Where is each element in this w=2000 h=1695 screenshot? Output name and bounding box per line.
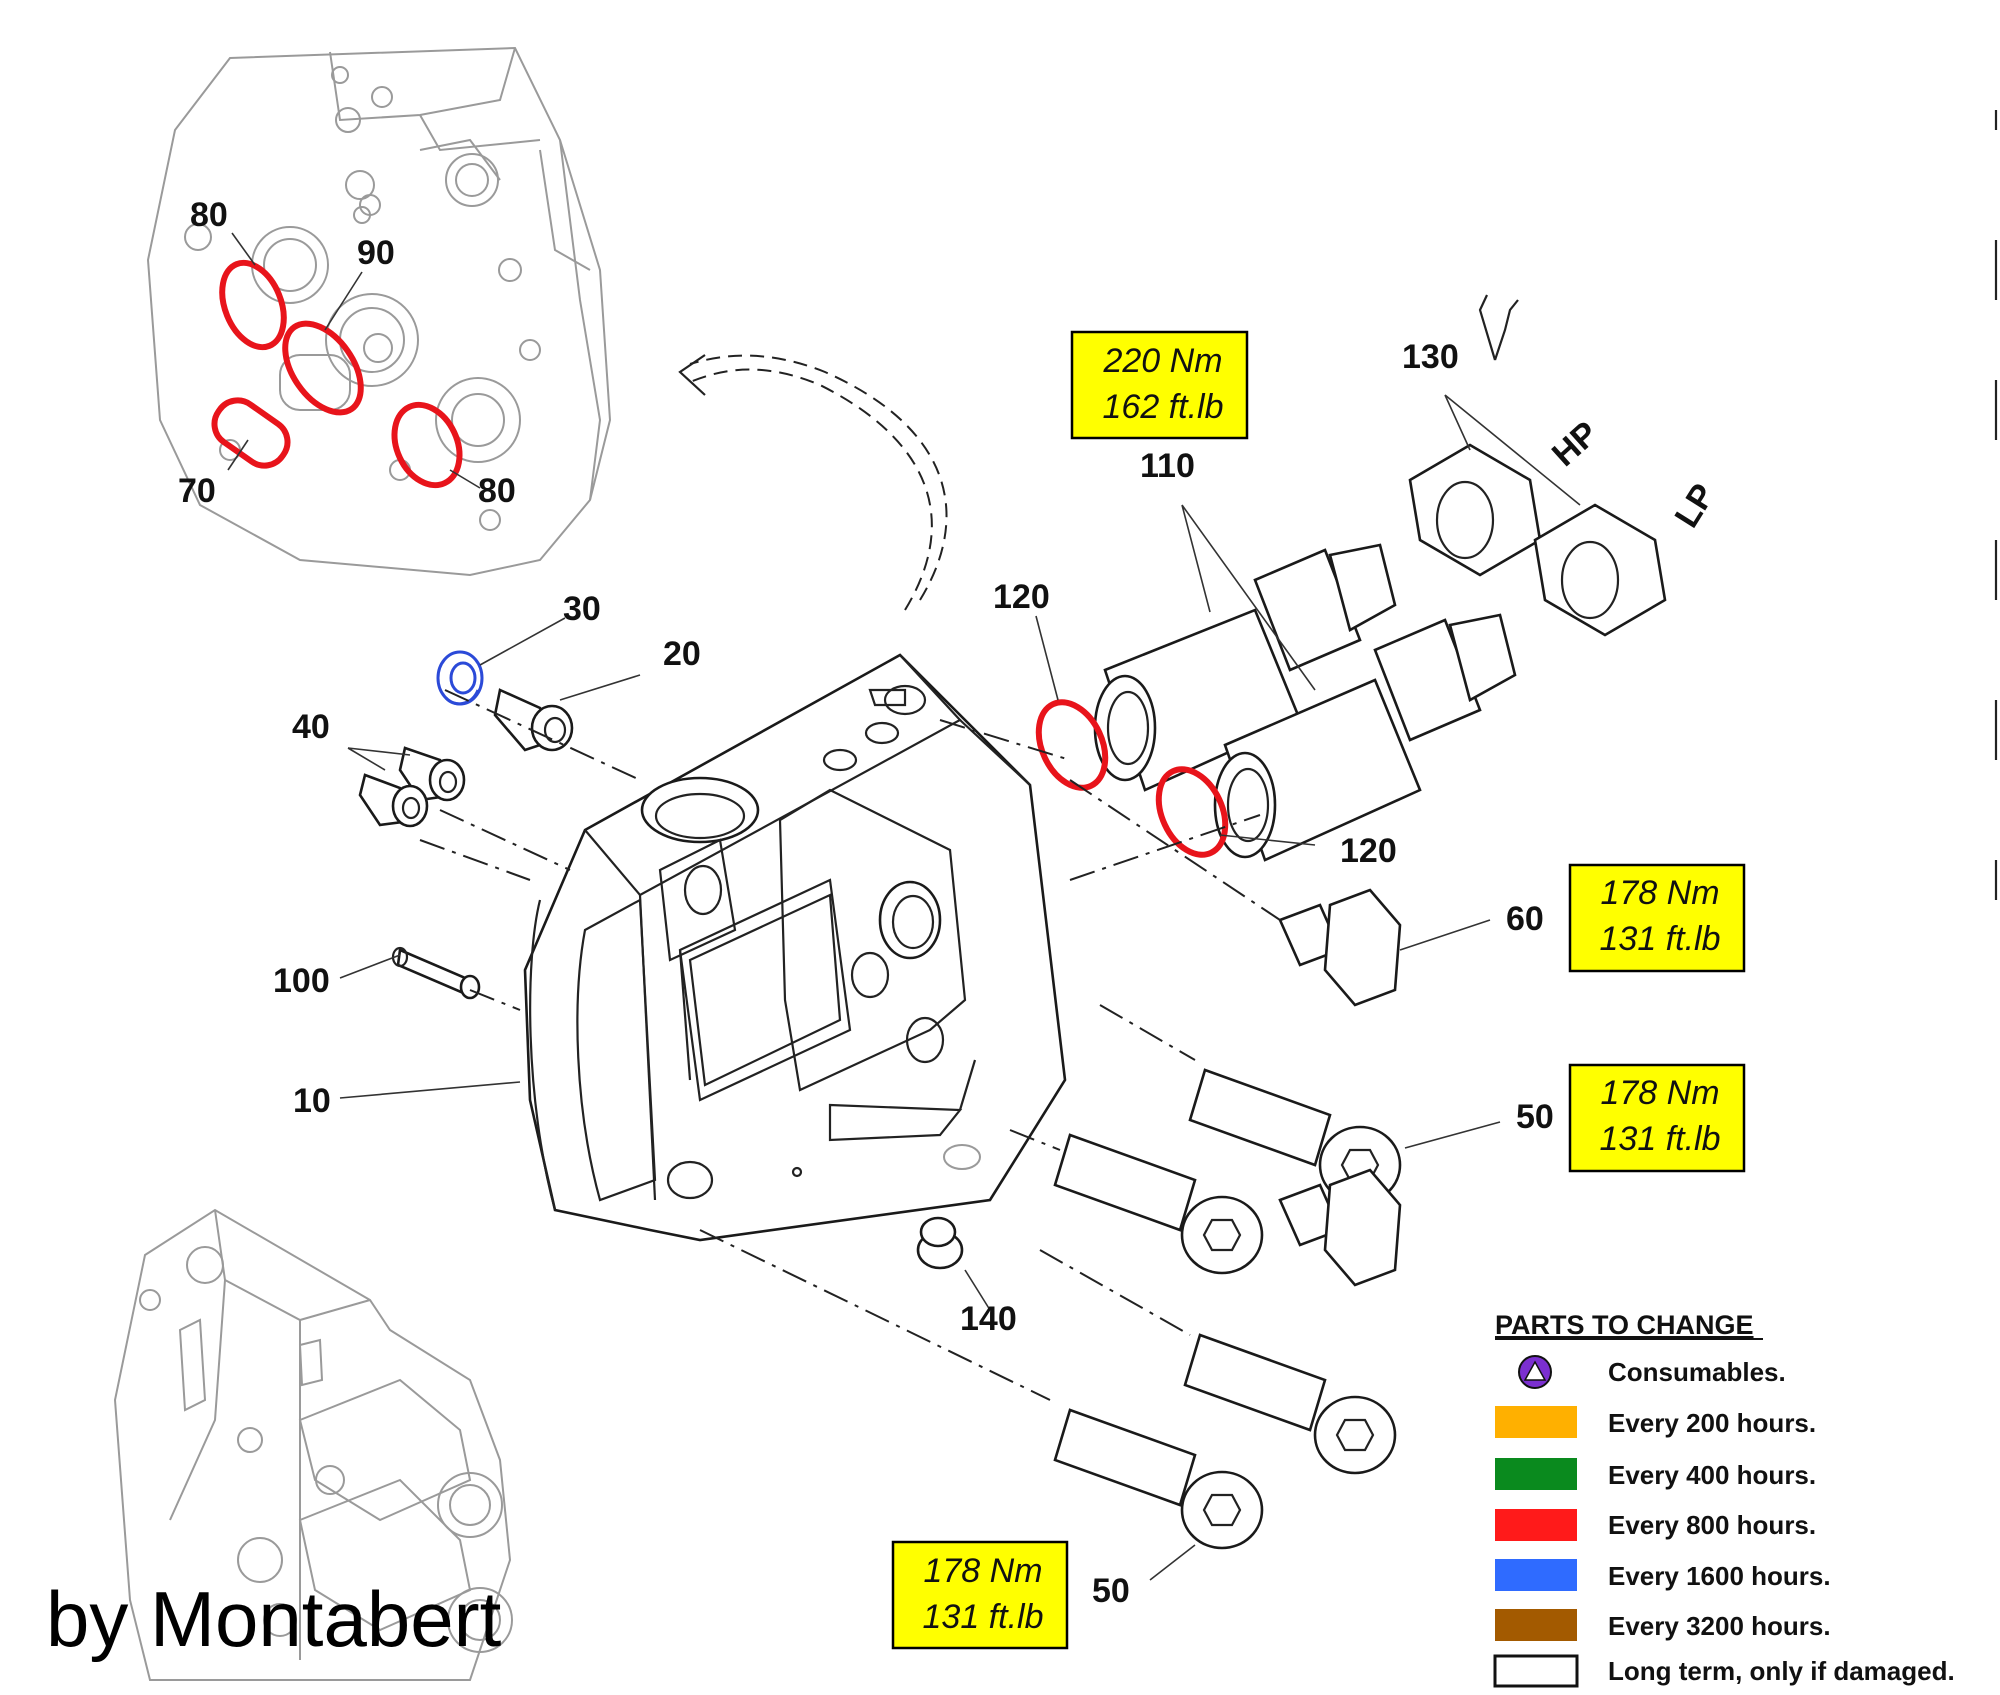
legend-item-1600h: Every 1600 hours. <box>1495 1559 1831 1591</box>
label-50-right: 50 <box>1516 1098 1554 1136</box>
inset-back-view <box>146 46 612 577</box>
fitting-110-lower <box>1213 613 1517 862</box>
label-lp: LP <box>1668 477 1723 534</box>
torque-box-50-right: 178 Nm 131 ft.lb <box>1568 1063 1746 1173</box>
label-50-bottom: 50 <box>1092 1572 1130 1610</box>
svg-text:178 Nm: 178 Nm <box>923 1552 1042 1590</box>
svg-text:Every 3200 hours.: Every 3200 hours. <box>1608 1611 1831 1641</box>
label-20: 20 <box>663 635 701 673</box>
pin-100 <box>391 946 481 1000</box>
svg-text:Every 800 hours.: Every 800 hours. <box>1608 1510 1816 1540</box>
label-70: 70 <box>178 472 216 510</box>
label-80-upper: 80 <box>190 196 228 234</box>
label-90: 90 <box>357 234 395 272</box>
plug-140 <box>916 1216 964 1270</box>
oring-120-upper <box>1035 699 1109 791</box>
svg-text:131 ft.lb: 131 ft.lb <box>1600 920 1721 958</box>
wrench-icon <box>1478 294 1519 361</box>
oring-80-lower <box>391 401 463 489</box>
legend: PARTS TO CHANGE Consumables. Every 200 h… <box>1493 1310 1955 1688</box>
rotation-arrow <box>678 354 948 611</box>
legend-item-200h: Every 200 hours. <box>1495 1406 1816 1438</box>
bolt-60-lower <box>1278 1168 1402 1287</box>
label-80-lower: 80 <box>478 472 516 510</box>
svg-text:Consumables.: Consumables. <box>1608 1357 1786 1387</box>
svg-text:162 ft.lb: 162 ft.lb <box>1103 388 1224 426</box>
legend-item-long-term: Long term, only if damaged. <box>1493 1654 1955 1688</box>
screw-50-c <box>1183 1333 1397 1475</box>
svg-text:178 Nm: 178 Nm <box>1600 1074 1719 1112</box>
torque-box-60: 178 Nm 131 ft.lb <box>1568 863 1746 973</box>
plug-20 <box>493 688 574 752</box>
torque-box-50-bottom: 178 Nm 131 ft.lb <box>891 1540 1069 1650</box>
label-hp: HP <box>1545 414 1606 474</box>
label-130: 130 <box>1402 338 1459 376</box>
oring-70 <box>211 397 291 469</box>
legend-item-400h: Every 400 hours. <box>1495 1458 1816 1490</box>
oring-90 <box>282 320 364 416</box>
label-140: 140 <box>960 1300 1017 1338</box>
credit-text: by Montabert <box>46 1575 502 1663</box>
screw-50-d <box>1053 1408 1264 1550</box>
svg-text:178 Nm: 178 Nm <box>1600 874 1719 912</box>
torque-box-110: 220 Nm 162 ft.lb <box>1070 330 1249 440</box>
oring-80-upper <box>219 259 287 351</box>
label-40: 40 <box>292 708 330 746</box>
legend-item-consumables: Consumables. <box>1518 1355 1786 1389</box>
svg-text:131 ft.lb: 131 ft.lb <box>923 1598 1044 1636</box>
label-110: 110 <box>1140 447 1195 485</box>
valve-body-10 <box>523 653 1067 1242</box>
svg-text:220 Nm: 220 Nm <box>1102 342 1222 380</box>
label-10: 10 <box>293 1082 331 1120</box>
label-30: 30 <box>563 590 601 628</box>
legend-item-3200h: Every 3200 hours. <box>1495 1609 1831 1641</box>
label-100: 100 <box>273 962 330 1000</box>
seal-30 <box>436 650 484 706</box>
svg-text:Every 400 hours.: Every 400 hours. <box>1608 1460 1816 1490</box>
oring-120-lower <box>1155 766 1229 858</box>
bolt-60 <box>1278 888 1402 1007</box>
label-120-lower: 120 <box>1340 832 1397 870</box>
svg-text:Every 1600 hours.: Every 1600 hours. <box>1608 1561 1831 1591</box>
svg-text:Long term, only if damaged.: Long term, only if damaged. <box>1608 1656 1955 1686</box>
legend-title: PARTS TO CHANGE <box>1495 1310 1754 1340</box>
nut-130-hp <box>1408 443 1542 577</box>
inset-assembled-view <box>113 1208 513 1681</box>
legend-item-800h: Every 800 hours. <box>1495 1509 1816 1541</box>
screw-50-b <box>1053 1133 1264 1275</box>
nut-130-lp <box>1533 503 1667 637</box>
fitting-110-upper <box>1093 543 1397 792</box>
label-60: 60 <box>1506 900 1544 938</box>
svg-text:131 ft.lb: 131 ft.lb <box>1600 1120 1721 1158</box>
svg-text:Every 200 hours.: Every 200 hours. <box>1608 1408 1816 1438</box>
plug-40 <box>358 746 466 828</box>
label-120-upper: 120 <box>993 578 1050 616</box>
